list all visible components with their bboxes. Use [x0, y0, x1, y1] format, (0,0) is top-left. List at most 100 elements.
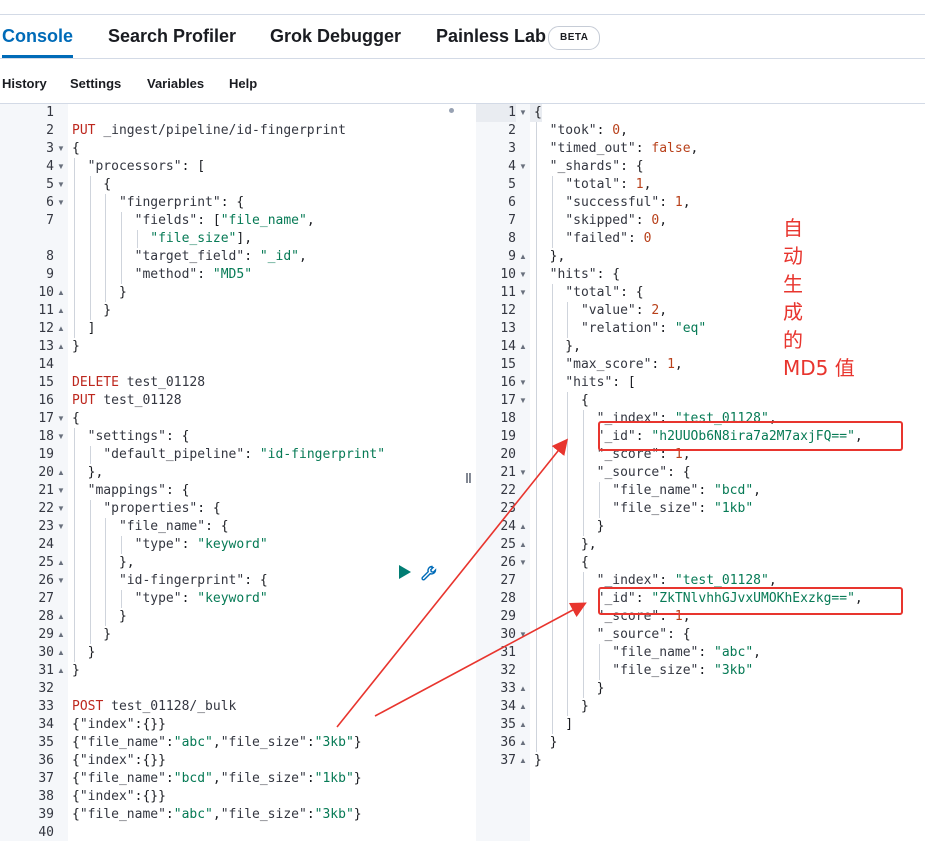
fold-close-icon[interactable]: ▲	[57, 666, 65, 675]
code-line	[68, 104, 72, 122]
fold-open-icon[interactable]: ▼	[57, 504, 65, 513]
line-number: 40	[38, 825, 54, 840]
line-number: 5	[508, 177, 516, 192]
annotation-line: 生	[783, 272, 803, 296]
code-line: {	[530, 104, 542, 122]
line-number: 5	[46, 177, 54, 192]
menu-help[interactable]: Help	[229, 76, 258, 91]
line-number: 4	[508, 159, 516, 174]
indent-guide	[105, 194, 107, 302]
tab-console[interactable]: Console	[2, 14, 74, 58]
code-line: "target_field": "_id",	[134, 249, 307, 264]
fold-open-icon[interactable]: ▼	[519, 270, 527, 279]
fold-close-icon[interactable]: ▲	[519, 720, 527, 729]
line-number: 2	[508, 123, 516, 138]
code-line: "settings": {	[87, 429, 190, 444]
fold-open-icon[interactable]: ▼	[57, 144, 65, 153]
code-line: "hits": {	[549, 267, 621, 282]
fold-open-icon[interactable]: ▼	[519, 396, 527, 405]
fold-close-icon[interactable]: ▲	[519, 342, 527, 351]
line-number: 19	[500, 429, 516, 444]
fold-open-icon[interactable]: ▼	[57, 576, 65, 585]
run-request-icon[interactable]	[399, 565, 411, 579]
fold-open-icon[interactable]: ▼	[519, 162, 527, 171]
line-number: 25	[500, 537, 516, 552]
fold-close-icon[interactable]: ▲	[519, 738, 527, 747]
line-number: 31	[38, 663, 54, 678]
tab-grok-debugger[interactable]: Grok Debugger	[270, 26, 402, 46]
code-line: "value": 2,	[580, 303, 668, 318]
line-number: 10	[38, 285, 54, 300]
line-number: 23	[500, 501, 516, 516]
fold-open-icon[interactable]: ▼	[519, 378, 527, 387]
code-line: "file_size": "3kb"	[612, 663, 754, 678]
code-line: }	[72, 339, 80, 354]
fold-open-icon[interactable]: ▼	[57, 198, 65, 207]
line-number: 12	[38, 321, 54, 336]
menu-settings[interactable]: Settings	[70, 76, 122, 91]
code-line: "file_size"],	[150, 231, 253, 246]
code-line: "mappings": {	[87, 483, 190, 498]
wrench-icon[interactable]	[420, 564, 438, 582]
line-number: 18	[500, 411, 516, 426]
line-number: 29	[38, 627, 54, 642]
fold-open-icon[interactable]: ▼	[57, 432, 65, 441]
annotation-line: 成	[783, 300, 803, 324]
fold-close-icon[interactable]: ▲	[57, 342, 65, 351]
fold-open-icon[interactable]: ▼	[57, 486, 65, 495]
fold-open-icon[interactable]: ▼	[57, 162, 65, 171]
beta-badge: BETA	[548, 26, 601, 50]
code-line: "relation": "eq"	[580, 321, 707, 336]
line-number: 1	[476, 104, 516, 122]
code-line: "hits": [	[565, 375, 636, 390]
fold-open-icon[interactable]: ▼	[57, 180, 65, 189]
line-number: 33	[38, 699, 54, 714]
request-code[interactable]: PUT _ingest/pipeline/id-fingerprint{ "pr…	[68, 104, 462, 841]
code-line: }	[72, 303, 112, 318]
fold-open-icon[interactable]: ▼	[57, 522, 65, 531]
menu-variables[interactable]: Variables	[147, 76, 205, 91]
line-number: 11	[38, 303, 54, 318]
indent-guide	[583, 572, 585, 698]
tab-search-profiler[interactable]: Search Profiler	[108, 26, 237, 46]
fold-close-icon[interactable]: ▲	[519, 522, 527, 531]
fold-close-icon[interactable]: ▲	[519, 540, 527, 549]
code-line: {"file_name":"abc","file_size":"3kb"}	[72, 735, 362, 750]
indent-guide	[567, 392, 569, 716]
fold-close-icon[interactable]: ▲	[57, 306, 65, 315]
code-line: },	[534, 537, 597, 552]
line-number: 14	[38, 357, 54, 372]
tab-painless-lab[interactable]: Painless Lab	[436, 26, 547, 46]
annotation-line: 的	[783, 328, 803, 352]
fold-open-icon[interactable]: ▼	[519, 108, 527, 117]
fold-close-icon[interactable]: ▲	[519, 702, 527, 711]
code-line: "file_name": {	[118, 519, 229, 534]
code-line	[68, 680, 72, 698]
fold-open-icon[interactable]: ▼	[519, 630, 527, 639]
code-line: POST test_01128/_bulk	[72, 699, 237, 714]
fold-close-icon[interactable]: ▲	[519, 756, 527, 765]
fold-close-icon[interactable]: ▲	[57, 648, 65, 657]
line-number: 38	[38, 789, 54, 804]
menu-history[interactable]: History	[2, 76, 47, 91]
code-line: {	[534, 393, 589, 408]
fold-close-icon[interactable]: ▲	[57, 558, 65, 567]
fold-close-icon[interactable]: ▲	[519, 684, 527, 693]
fold-open-icon[interactable]: ▼	[57, 414, 65, 423]
code-line: },	[534, 339, 581, 354]
fold-close-icon[interactable]: ▲	[57, 468, 65, 477]
indent-guide	[136, 230, 138, 248]
resize-handle-icon[interactable]: ‖	[465, 470, 472, 486]
code-line	[68, 356, 72, 374]
fold-open-icon[interactable]: ▼	[519, 468, 527, 477]
code-line: "_id": "ZkTNlvhhGJvxUMOKhExzkg==",	[596, 591, 863, 606]
fold-close-icon[interactable]: ▲	[57, 288, 65, 297]
fold-close-icon[interactable]: ▲	[519, 252, 527, 261]
fold-open-icon[interactable]: ▼	[519, 558, 527, 567]
fold-close-icon[interactable]: ▲	[57, 612, 65, 621]
fold-close-icon[interactable]: ▲	[57, 630, 65, 639]
fold-close-icon[interactable]: ▲	[57, 324, 65, 333]
fold-open-icon[interactable]: ▼	[519, 288, 527, 297]
